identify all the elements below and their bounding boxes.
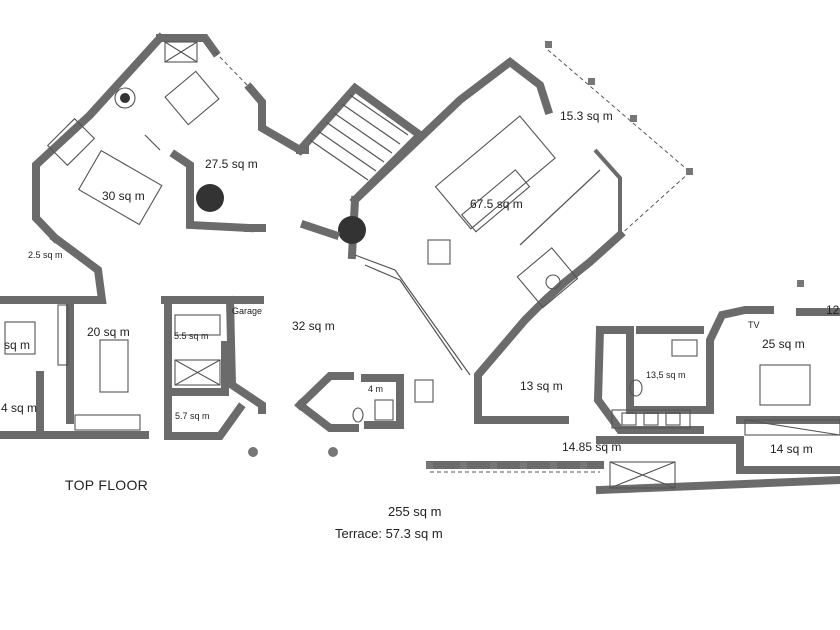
- terrace-area: Terrace: 57.3 sq m: [335, 526, 443, 541]
- label-tv: TV: [748, 320, 760, 330]
- dining-wing-walls: [32, 32, 309, 304]
- label-bath-a: 5.7 sq m: [175, 411, 210, 421]
- central-walls: [161, 219, 434, 457]
- label-garage: Garage: [232, 306, 262, 316]
- label-small-closet: 2.5 sq m: [28, 250, 63, 260]
- label-right-edge-cut: 12: [826, 303, 840, 317]
- label-bedroom-bath: 14 sq m: [770, 442, 813, 456]
- kitchen-walls: [0, 296, 149, 439]
- total-area: 255 sq m: [388, 504, 442, 519]
- label-room-left-cut: 9 sq m: [0, 338, 30, 352]
- label-wc: 4 m: [368, 384, 383, 394]
- label-bath-b: 13,5 sq m: [646, 370, 686, 380]
- right-wing-walls: [593, 306, 840, 436]
- label-room-13: 13 sq m: [520, 379, 563, 393]
- label-room-left-lower-cut: 4 sq m: [1, 401, 37, 415]
- label-laundry: 5.5 sq m: [174, 331, 209, 341]
- label-balcony: 15.3 sq m: [560, 109, 613, 123]
- living-furniture: [427, 115, 601, 309]
- label-living: 67.5 sq m: [470, 197, 523, 211]
- living-walls: [338, 49, 691, 424]
- label-corridor: 14.85 sq m: [562, 440, 621, 454]
- label-bedroom: 25 sq m: [762, 337, 805, 351]
- label-dining: 30 sq m: [102, 189, 145, 203]
- floor-title: TOP FLOOR: [65, 477, 149, 493]
- label-hall-main: 32 sq m: [292, 319, 335, 333]
- label-kitchen: 20 sq m: [87, 325, 130, 339]
- staircase: [294, 82, 427, 201]
- label-hall-upper: 27.5 sq m: [205, 157, 258, 171]
- terrace-walls: [426, 41, 840, 495]
- dining-furniture: [46, 41, 224, 226]
